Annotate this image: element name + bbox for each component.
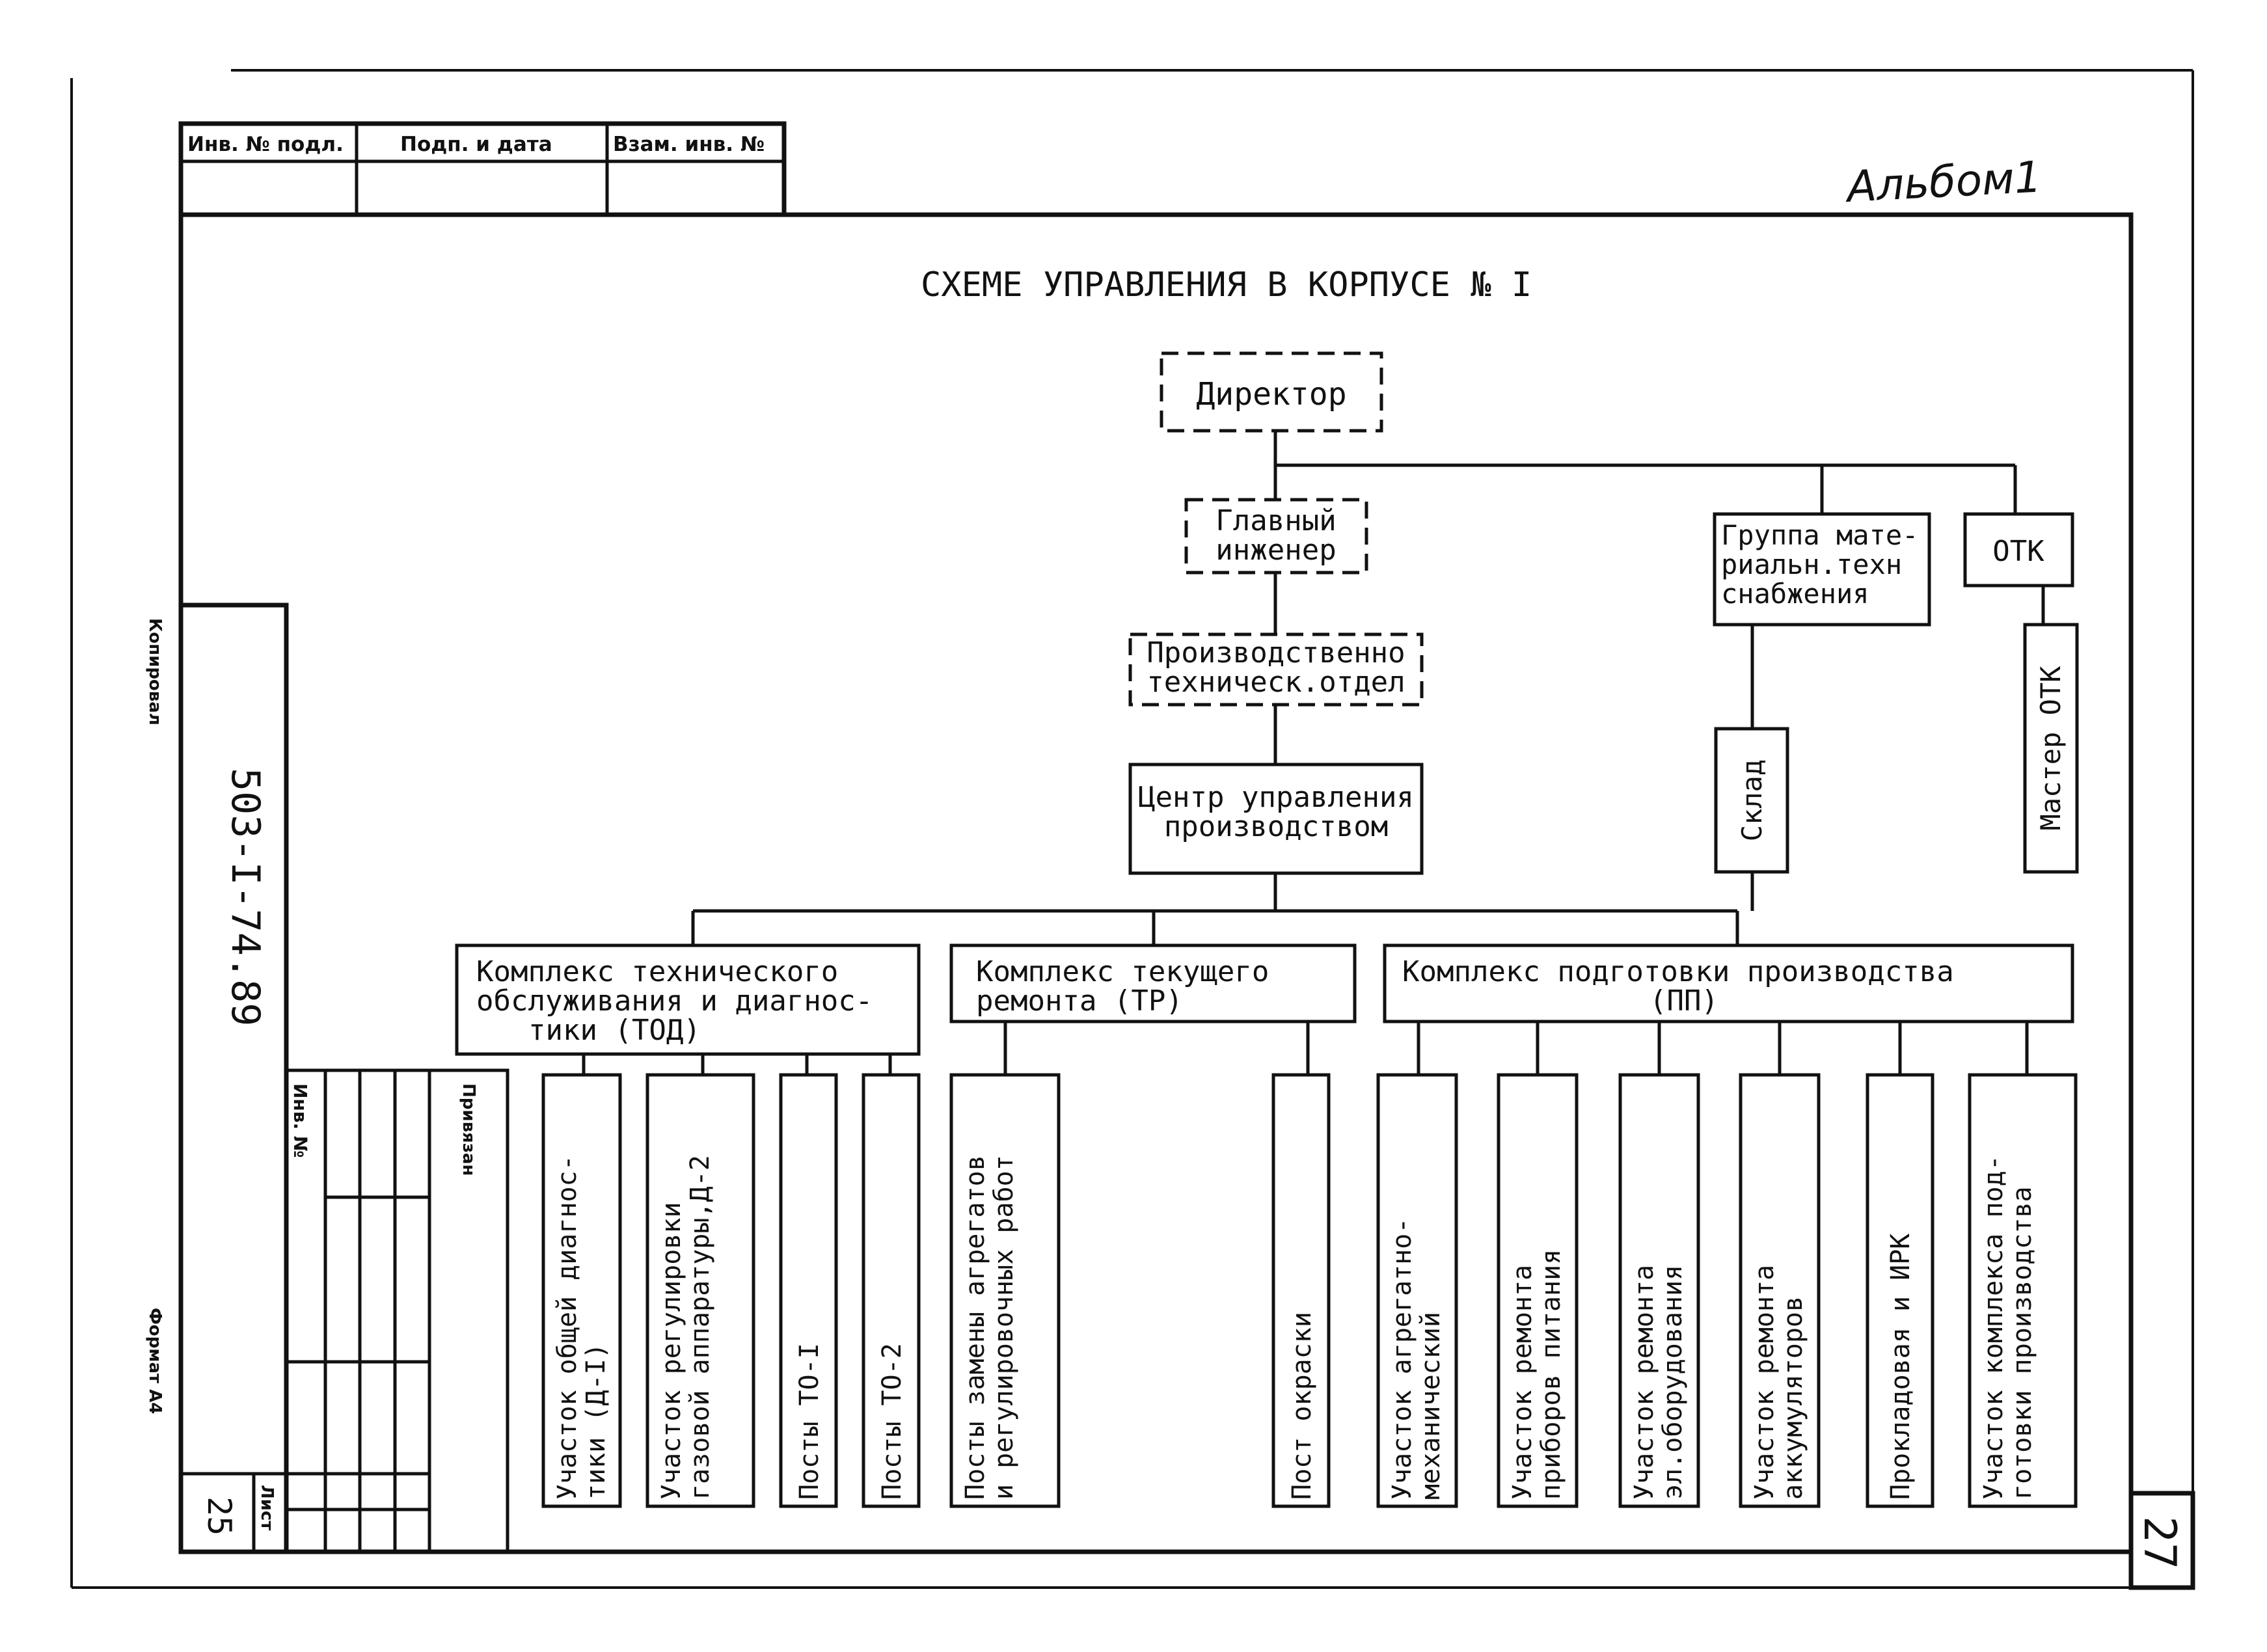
node-batt: Участок ремонта аккумуляторов xyxy=(1739,1073,1821,1508)
node-d1: Участок общей диагнос- тики (Д-I) xyxy=(541,1073,622,1508)
page-title: СХЕМЕ УПРАВЛЕНИЯ В КОРПУСЕ № I xyxy=(921,265,1532,305)
node-pp: Комплекс подготовки производства (ПП) xyxy=(1383,943,2074,1023)
node-paint: Пост окраски xyxy=(1271,1073,1331,1508)
format-label: Формат А4 xyxy=(145,1308,165,1414)
node-otk: ОТК xyxy=(1963,512,2074,588)
prep-line2: готовки производства xyxy=(2007,1186,2037,1500)
warehouse-label: Склад xyxy=(1736,759,1768,841)
node-pto: Производственно техническ.отдел xyxy=(1128,632,1424,707)
elec-line2: эл.оборудования xyxy=(1658,1265,1688,1500)
node-chief-engineer: Главный инженер xyxy=(1184,498,1368,575)
binding-strip: 503-I-74.89 25 Лист Копировал Формат А4 xyxy=(145,603,289,1554)
otk-master-label: Мастер ОТК xyxy=(2035,666,2067,831)
tod-line2: обслуживания и диагнос- xyxy=(476,984,873,1018)
director-label: Директор xyxy=(1196,376,1346,413)
supply-line3: снабжения xyxy=(1721,578,1869,610)
stamp-vzam-inv: Взам. инв. № xyxy=(613,133,765,156)
album-label: Альбом1 xyxy=(1843,152,2043,212)
tr-line2: ремонта (ТР) xyxy=(976,984,1183,1018)
node-mech: Участок агрегатно- механический xyxy=(1376,1073,1458,1508)
node-otk-master: Мастер ОТК xyxy=(2023,623,2079,874)
prep-line1: Участок комплекса под- xyxy=(1979,1155,2009,1500)
node-to1: Посты ТО-I xyxy=(779,1073,838,1508)
gasket-label: Прокладовая и ИРК xyxy=(1886,1234,1916,1500)
node-elec: Участок ремонта эл.оборудования xyxy=(1618,1073,1700,1508)
batt-line1: Участок ремонта xyxy=(1750,1265,1780,1500)
mech-line2: механический xyxy=(1416,1312,1446,1500)
inventory-grid: Инв. № Привязан xyxy=(284,1068,509,1554)
pp-line2: (ПП) xyxy=(1649,984,1718,1018)
kopiroval-label: Копировал xyxy=(145,618,165,725)
page-number: 27 xyxy=(2134,1516,2185,1569)
node-power: Участок ремонта приборов питания xyxy=(1497,1073,1579,1508)
connector-lines xyxy=(582,431,2045,1075)
power-line1: Участок ремонта xyxy=(1508,1265,1538,1500)
node-agg: Посты замены агрегатов и регулировочных … xyxy=(949,1073,1061,1508)
pto-line2: техническ.отдел xyxy=(1147,666,1405,699)
to1-label: Посты ТО-I xyxy=(794,1343,824,1500)
stamp-table: Инв. № подл. Подп. и дата Взам. инв. № xyxy=(178,121,787,217)
node-prep: Участок комплекса под- готовки производс… xyxy=(1968,1073,2078,1508)
node-d2: Участок регулировки газовой аппаратуры,Д… xyxy=(645,1073,755,1508)
pp-line1: Комплекс подготовки производства xyxy=(1402,955,1954,988)
d1-line2: тики (Д-I) xyxy=(581,1343,611,1500)
control-center-line2: производством xyxy=(1164,810,1388,843)
tod-line1: Комплекс технического xyxy=(476,955,838,988)
pto-line1: Производственно xyxy=(1147,636,1405,670)
node-tr: Комплекс текущего ремонта (ТР) xyxy=(949,943,1357,1023)
page-number-box: 27 xyxy=(2128,1491,2195,1590)
paint-label: Пост окраски xyxy=(1287,1312,1317,1500)
privyazan-label: Привязан xyxy=(459,1083,478,1176)
inv-no-label: Инв. № xyxy=(290,1083,311,1158)
tod-line3: тики (ТОД) xyxy=(528,1014,701,1047)
node-control-center: Центр управления производством xyxy=(1128,763,1424,875)
node-to2: Посты ТО-2 xyxy=(862,1073,921,1508)
control-center-line1: Центр управления xyxy=(1138,781,1414,814)
chief-engineer-line2: инженер xyxy=(1215,534,1336,567)
otk-label: ОТК xyxy=(1992,535,2044,568)
node-director: Директор xyxy=(1160,351,1383,433)
node-supply-group: Группа мате- риальн.техн снабжения xyxy=(1713,512,1931,627)
to2-label: Посты ТО-2 xyxy=(877,1343,907,1500)
node-gasket: Прокладовая и ИРК xyxy=(1866,1073,1934,1508)
stamp-podp-data: Подп. и дата xyxy=(400,133,552,156)
node-warehouse: Склад xyxy=(1714,727,1789,874)
tr-line1: Комплекс текущего xyxy=(976,955,1269,988)
batt-line2: аккумуляторов xyxy=(1778,1296,1808,1500)
power-line2: приборов питания xyxy=(1536,1249,1566,1500)
d2-line1: Участок регулировки xyxy=(657,1202,686,1500)
chief-engineer-line1: Главный xyxy=(1215,504,1336,537)
supply-line1: Группа мате- xyxy=(1721,519,1918,551)
supply-line2: риальн.техн xyxy=(1721,548,1902,580)
mech-line1: Участок агрегатно- xyxy=(1387,1218,1417,1500)
d2-line2: газовой аппаратуры,Д-2 xyxy=(685,1155,715,1500)
d1-line1: Участок общей диагнос- xyxy=(552,1155,582,1500)
list-number: 25 xyxy=(200,1496,238,1536)
agg-line1: Посты замены агрегатов xyxy=(960,1155,990,1500)
node-tod: Комплекс технического обслуживания и диа… xyxy=(455,943,921,1056)
agg-line2: и регулировочных работ xyxy=(989,1155,1019,1500)
doc-number: 503-I-74.89 xyxy=(223,768,268,1026)
stamp-inv-podl: Инв. № подл. xyxy=(187,133,344,156)
list-label: Лист xyxy=(257,1485,277,1530)
elec-line1: Участок ремонта xyxy=(1629,1265,1659,1500)
